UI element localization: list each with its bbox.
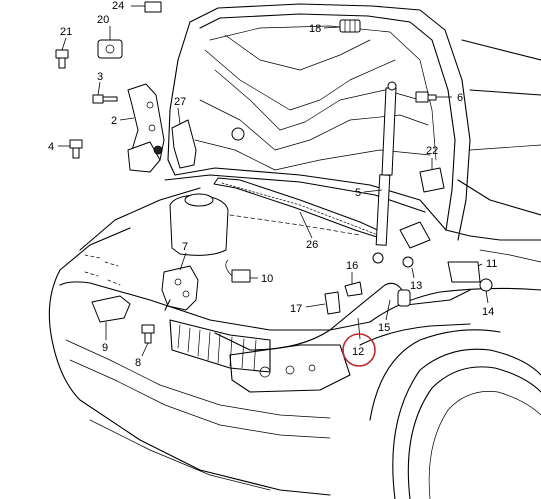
callout-4: 4 xyxy=(48,141,54,153)
bolt-6 xyxy=(415,91,437,103)
part-24 xyxy=(144,1,162,13)
hood xyxy=(167,3,541,263)
callout-16: 16 xyxy=(346,260,358,272)
callout-12: 12 xyxy=(352,346,364,358)
bolt-8 xyxy=(141,324,155,344)
callout-5: 5 xyxy=(355,187,361,199)
leader-lines xyxy=(58,5,489,357)
part-17 xyxy=(324,291,341,315)
callout-11: 11 xyxy=(486,258,497,270)
callouts: 24 20 21 18 3 6 27 2 4 22 5 26 7 16 11 1… xyxy=(48,0,497,369)
buffer-18 xyxy=(339,19,361,33)
callout-2: 2 xyxy=(111,115,117,127)
callout-7: 7 xyxy=(182,241,188,253)
callout-13: 13 xyxy=(410,280,422,292)
latch-handle-9 xyxy=(91,295,131,323)
part-13 xyxy=(402,256,414,268)
grommet xyxy=(231,127,245,141)
callout-9: 9 xyxy=(102,342,108,354)
hood-hinge xyxy=(127,83,165,173)
bolt-21 xyxy=(55,49,69,69)
strut-bracket xyxy=(399,221,431,249)
bolt-4 xyxy=(69,139,83,159)
callout-21: 21 xyxy=(60,26,72,38)
release-cable xyxy=(214,282,471,351)
hood-lock xyxy=(161,265,199,311)
gas-strut xyxy=(372,81,397,264)
callout-15: 15 xyxy=(378,322,390,334)
callout-20: 20 xyxy=(97,14,109,26)
bolt-3 xyxy=(92,94,118,104)
callout-6: 6 xyxy=(457,92,463,104)
callout-27: 27 xyxy=(174,96,186,108)
hinge-plate-20 xyxy=(97,39,123,59)
switch-10 xyxy=(225,259,251,283)
callout-8: 8 xyxy=(135,357,141,369)
part-22 xyxy=(419,167,445,193)
car-body xyxy=(48,167,541,499)
bracket-11 xyxy=(447,261,481,283)
part-16 xyxy=(344,281,363,297)
callout-3: 3 xyxy=(97,71,103,83)
callout-22: 22 xyxy=(426,145,438,157)
callout-26: 26 xyxy=(306,239,318,251)
part-14 xyxy=(479,278,493,292)
callout-14: 14 xyxy=(482,306,494,318)
callout-10: 10 xyxy=(261,273,273,285)
bracket-27 xyxy=(171,119,197,169)
callout-18: 18 xyxy=(309,23,321,35)
callout-24: 24 xyxy=(112,0,124,12)
callout-17: 17 xyxy=(290,303,302,315)
highlight-circle-12 xyxy=(342,333,376,367)
